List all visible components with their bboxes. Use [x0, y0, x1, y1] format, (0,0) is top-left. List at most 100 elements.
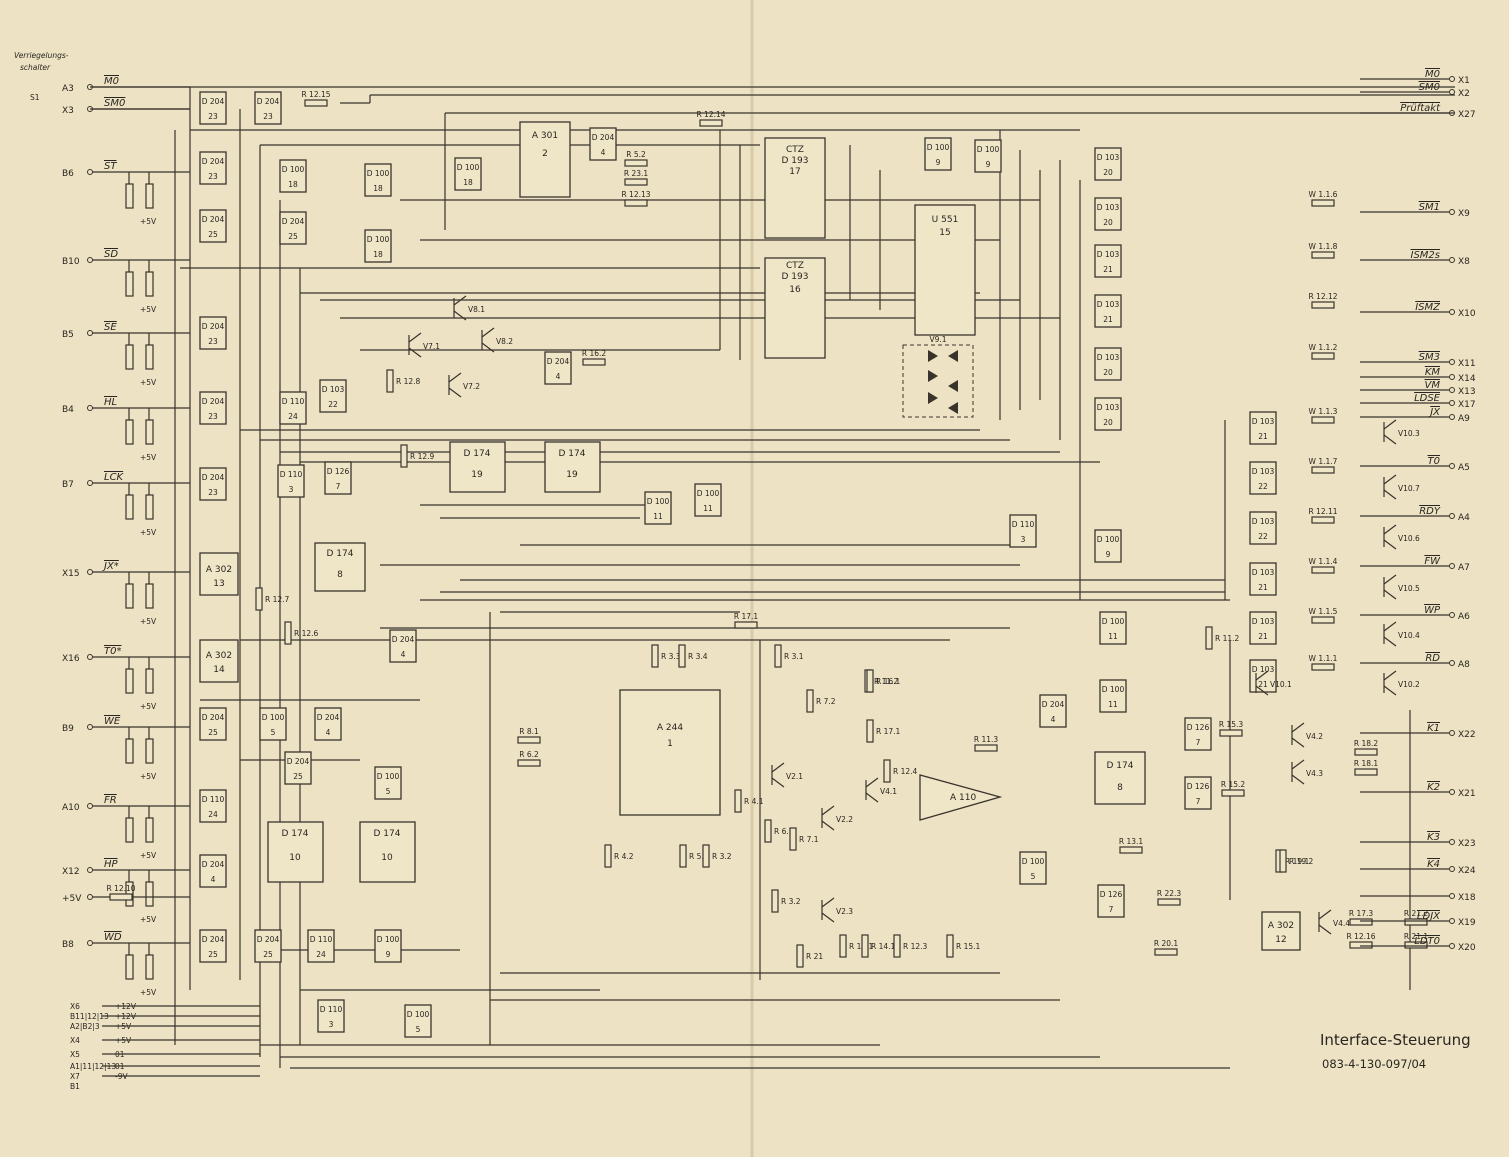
flipflop-8: D 174 8 [314, 542, 366, 592]
logic-gate [1249, 562, 1277, 596]
gate-number: 24 [288, 412, 298, 421]
transistor-label: V10.7 [1398, 484, 1420, 493]
gate-type: D 204 [592, 133, 615, 142]
diode-array: V9.1 [902, 335, 974, 418]
logic-gate [364, 229, 392, 263]
left-pin-terminal [87, 803, 93, 809]
left-pin-terminal [87, 724, 93, 730]
gate-type: D 103 [1252, 517, 1275, 526]
right-pin-label: X14 [1458, 374, 1476, 384]
resistor-label: R 12.11 [1308, 507, 1337, 516]
right-signal-name: VM [1425, 380, 1441, 391]
power-pin-label: A1|11|12|13 [70, 1062, 116, 1071]
a302-13-number: 13 [213, 579, 224, 589]
logic-gate [1019, 851, 1047, 885]
right-pin-label: X17 [1458, 400, 1476, 410]
gate-type: D 100 [647, 497, 670, 506]
left-pin-terminal [87, 257, 93, 263]
gate-number: 20 [1103, 168, 1113, 177]
logic-gate [307, 929, 335, 963]
gate-number: 25 [293, 772, 303, 781]
mux-label: U 551 [932, 215, 959, 225]
gate-type: D 103 [1252, 665, 1275, 674]
left-pin-terminal [87, 569, 93, 575]
resistor [702, 844, 710, 868]
left-signal-name: SM0 [104, 98, 125, 109]
resistor-label: R 5.1 [689, 852, 709, 861]
gate-number: 5 [271, 728, 276, 737]
logic-gate [1097, 884, 1125, 918]
gate-type: D 103 [1252, 568, 1275, 577]
switch-label: S1 [30, 93, 40, 102]
right-signal-name: FW [1424, 556, 1441, 567]
resistor [1221, 789, 1245, 797]
right-signal-name: M0 [1425, 69, 1440, 80]
resistor [839, 934, 847, 958]
power-pin-label: A2|B2|3 [70, 1022, 100, 1031]
gate-type: D 103 [1097, 403, 1120, 412]
resistor [1354, 748, 1378, 756]
resistor [1311, 199, 1335, 207]
resistor [774, 644, 782, 668]
gate-number: 22 [1258, 482, 1268, 491]
gate-number: 22 [1258, 532, 1268, 541]
right-pin-label: A4 [1458, 513, 1470, 523]
ff-10b-number: 10 [381, 853, 393, 863]
gate-type: D 103 [1252, 467, 1275, 476]
gate-number: 21 [1258, 680, 1268, 689]
gate-number: 9 [986, 160, 991, 169]
gate-type: D 100 [282, 165, 305, 174]
logic-gate [254, 929, 282, 963]
resistor [883, 759, 891, 783]
logic-gate [279, 211, 307, 245]
gate-number: 9 [1106, 550, 1111, 559]
gate-number: 4 [556, 372, 561, 381]
gate-number: 18 [373, 184, 383, 193]
handwritten-note-2: schalter [20, 63, 51, 72]
supply-label: +5V [140, 988, 157, 997]
right-pin-terminal [1449, 387, 1455, 393]
gate-number: 25 [288, 232, 298, 241]
ff-10b-label: D 174 [374, 829, 401, 839]
gate-type: D 204 [1042, 700, 1065, 709]
right-pin-label: X2 [1458, 89, 1470, 99]
left-signal-name: JX* [102, 561, 119, 572]
left-signal-name: HL [104, 397, 117, 408]
flipflop-10b: D 174 10 [359, 821, 416, 883]
logic-gate [1094, 294, 1122, 328]
right-pin-terminal [1449, 943, 1455, 949]
gate-number: 20 [1103, 218, 1113, 227]
gate-type: D 204 [257, 935, 280, 944]
left-signal-name: WD [104, 932, 122, 943]
right-pin-label: X22 [1458, 730, 1476, 740]
resistor [1311, 251, 1335, 259]
right-pin-terminal [1449, 374, 1455, 380]
counter-16-number: 16 [789, 285, 801, 295]
drawing-number: 083-4-130-097/04 [1322, 1057, 1426, 1071]
gate-number: 25 [208, 230, 218, 239]
power-pin-label: B1 [70, 1082, 80, 1091]
left-pin-label: X16 [62, 654, 80, 664]
resistor-label: R 13.1 [1119, 837, 1144, 846]
resistor-label: R 12.14 [696, 110, 725, 119]
gate-type: D 126 [1187, 723, 1210, 732]
counter-17-number: 17 [789, 167, 800, 177]
resistor [1219, 729, 1243, 737]
gate-type: D 204 [392, 635, 415, 644]
resistor-label: R 19.1 [1285, 857, 1310, 866]
resistor-label: R 11.2 [1215, 634, 1240, 643]
logic-gate [199, 91, 227, 125]
transistor-label: V10.5 [1398, 584, 1420, 593]
gate-type: D 100 [977, 145, 1000, 154]
logic-gate [199, 209, 227, 243]
logic-gate [404, 1004, 432, 1038]
resistor-label: R 3.3 [661, 652, 681, 661]
resistor-label: R 21 [806, 952, 823, 961]
logic-gate [1094, 397, 1122, 431]
right-pin-terminal [1449, 513, 1455, 519]
resistor-label: R 3.2 [712, 852, 732, 861]
gate-number: 11 [653, 512, 663, 521]
resistor [624, 178, 648, 186]
transistor-label: V2.2 [836, 815, 853, 824]
